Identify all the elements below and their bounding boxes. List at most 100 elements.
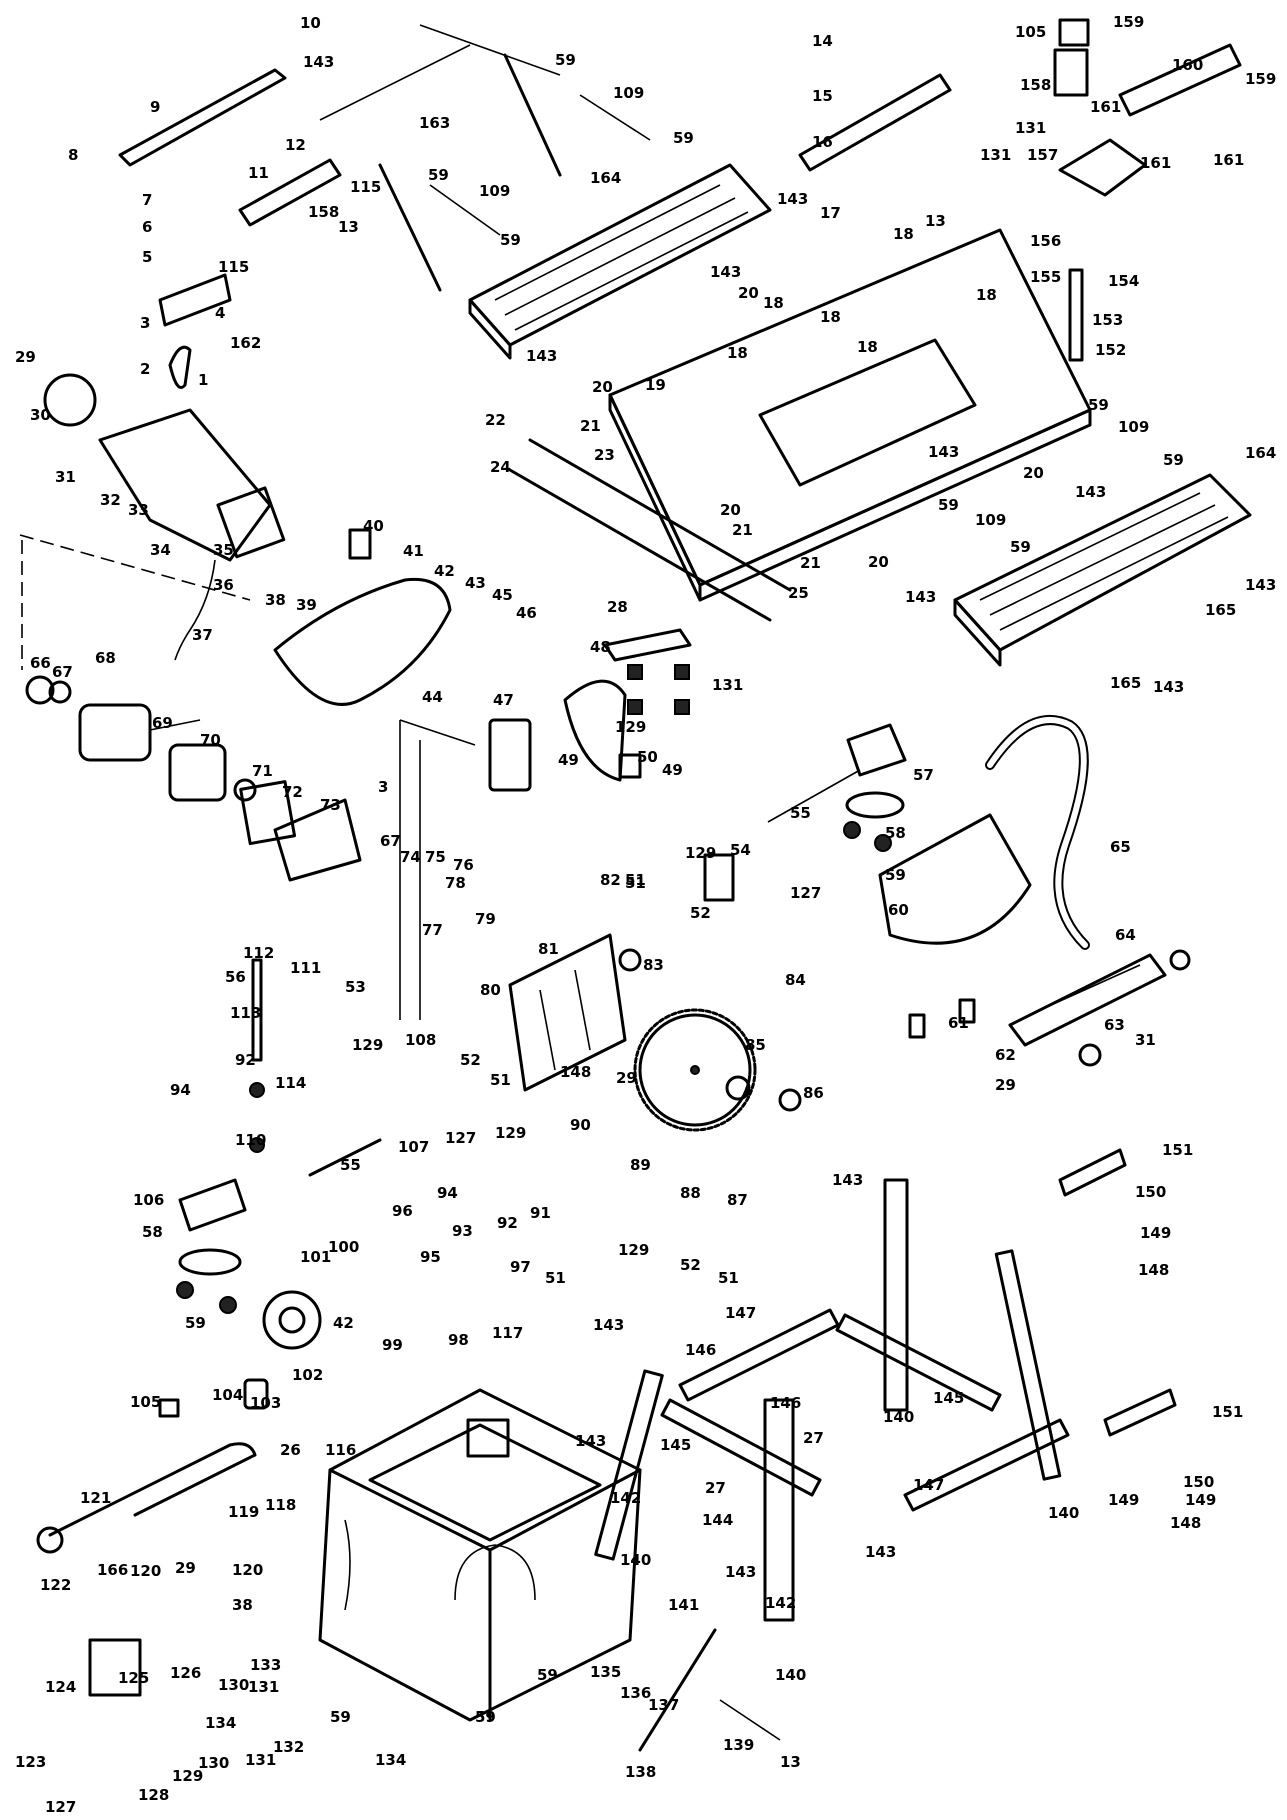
part-number-label: 59 bbox=[1010, 538, 1031, 556]
part-number-label: 22 bbox=[485, 411, 506, 429]
bracket-54 bbox=[703, 853, 735, 902]
part-number-label: 36 bbox=[213, 576, 234, 594]
rail-145-left bbox=[660, 1398, 822, 1497]
gearbox-73 bbox=[273, 798, 362, 882]
part-number-label: 42 bbox=[333, 1314, 354, 1332]
part-number-label: 109 bbox=[975, 511, 1006, 529]
part-number-label: 4 bbox=[215, 304, 225, 322]
part-number-label: 134 bbox=[375, 1751, 406, 1769]
part-number-label: 127 bbox=[45, 1798, 76, 1816]
part-number-label: 27 bbox=[803, 1429, 824, 1447]
part-number-label: 135 bbox=[590, 1663, 621, 1681]
part-number-label: 18 bbox=[820, 308, 841, 326]
part-number-label: 133 bbox=[250, 1656, 281, 1674]
part-number-label: 85 bbox=[745, 1036, 766, 1054]
part-number-label: 18 bbox=[893, 225, 914, 243]
part-number-label: 31 bbox=[1135, 1031, 1156, 1049]
part-number-label: 164 bbox=[590, 169, 621, 187]
part-number-label: 5 bbox=[142, 248, 152, 266]
part-number-label: 35 bbox=[213, 541, 234, 559]
guard-48 bbox=[563, 679, 627, 782]
arbor-frame bbox=[508, 933, 627, 1092]
part-number-label: 80 bbox=[480, 981, 501, 999]
part-number-label: 109 bbox=[613, 84, 644, 102]
motor-stator bbox=[78, 703, 152, 762]
part-number-label: 1 bbox=[198, 371, 208, 389]
part-number-label: 113 bbox=[230, 1004, 261, 1022]
fence-bracket bbox=[238, 158, 342, 227]
part-number-label: 120 bbox=[130, 1562, 161, 1580]
part-number-label: 59 bbox=[428, 166, 449, 184]
leg-142-left bbox=[594, 1369, 664, 1561]
part-number-label: 141 bbox=[668, 1596, 699, 1614]
part-number-label: 11 bbox=[248, 164, 269, 182]
fence-guide-right bbox=[1118, 43, 1242, 117]
part-number-label: 53 bbox=[345, 978, 366, 996]
part-number-label: 29 bbox=[995, 1076, 1016, 1094]
part-number-label: 114 bbox=[275, 1074, 306, 1092]
part-number-label: 30 bbox=[30, 406, 51, 424]
rail-147-lower bbox=[903, 1418, 1070, 1512]
part-number-label: 71 bbox=[252, 762, 273, 780]
part-number-label: 40 bbox=[363, 517, 384, 535]
part-number-label: 77 bbox=[422, 921, 443, 939]
part-number-label: 19 bbox=[645, 376, 666, 394]
part-number-label: 56 bbox=[225, 968, 246, 986]
part-number-label: 90 bbox=[570, 1116, 591, 1134]
part-number-label: 45 bbox=[492, 586, 513, 604]
part-number-label: 83 bbox=[643, 956, 664, 974]
fence-guide-head bbox=[1058, 138, 1147, 197]
part-number-label: 147 bbox=[725, 1304, 756, 1322]
part-number-label: 134 bbox=[205, 1714, 236, 1732]
part-number-label: 143 bbox=[1245, 576, 1276, 594]
lock-handle bbox=[168, 345, 192, 389]
part-number-label: 42 bbox=[434, 562, 455, 580]
part-number-label: 140 bbox=[1048, 1504, 1079, 1522]
handle-121 bbox=[48, 1442, 257, 1537]
arbor-nut bbox=[778, 1088, 802, 1112]
part-number-label: 29 bbox=[175, 1559, 196, 1577]
part-number-label: 59 bbox=[475, 1708, 496, 1726]
part-number-label: 29 bbox=[15, 348, 36, 366]
part-number-label: 73 bbox=[320, 796, 341, 814]
part-number-label: 93 bbox=[452, 1222, 473, 1240]
part-number-label: 149 bbox=[1185, 1491, 1216, 1509]
part-number-label: 157 bbox=[1027, 146, 1058, 164]
part-number-label: 144 bbox=[702, 1511, 733, 1529]
part-number-label: 23 bbox=[594, 446, 615, 464]
part-number-label: 137 bbox=[648, 1696, 679, 1714]
part-number-label: 12 bbox=[285, 136, 306, 154]
part-number-label: 76 bbox=[453, 856, 474, 874]
part-number-label: 107 bbox=[398, 1138, 429, 1156]
part-number-label: 18 bbox=[727, 344, 748, 362]
part-number-label: 130 bbox=[218, 1676, 249, 1694]
part-number-label: 63 bbox=[1104, 1016, 1125, 1034]
part-number-label: 129 bbox=[352, 1036, 383, 1054]
miter-bar bbox=[798, 73, 952, 172]
part-number-label: 143 bbox=[1153, 678, 1184, 696]
part-number-label: 47 bbox=[493, 691, 514, 709]
part-number-label: 68 bbox=[95, 649, 116, 667]
part-number-label: 123 bbox=[15, 1753, 46, 1771]
part-number-label: 44 bbox=[422, 688, 443, 706]
part-number-label: 165 bbox=[1205, 601, 1236, 619]
part-number-label: 120 bbox=[232, 1561, 263, 1579]
cabinet-base bbox=[318, 1388, 642, 1722]
part-number-label: 109 bbox=[1118, 418, 1149, 436]
part-number-label: 129 bbox=[172, 1767, 203, 1785]
part-number-label: 65 bbox=[1110, 838, 1131, 856]
part-number-label: 129 bbox=[685, 844, 716, 862]
part-number-label: 51 bbox=[718, 1269, 739, 1287]
part-number-label: 48 bbox=[590, 638, 611, 656]
gasket-72 bbox=[239, 780, 297, 846]
part-number-label: 20 bbox=[738, 284, 759, 302]
motor-shroud bbox=[216, 486, 286, 559]
part-number-label: 20 bbox=[868, 553, 889, 571]
part-number-label: 17 bbox=[820, 204, 841, 222]
leg-brace-163 bbox=[503, 53, 562, 177]
handwheel bbox=[262, 1290, 322, 1350]
part-number-label: 3 bbox=[140, 314, 150, 332]
part-number-label: 104 bbox=[212, 1386, 243, 1404]
part-number-label: 8 bbox=[68, 146, 78, 164]
part-number-label: 24 bbox=[490, 458, 511, 476]
